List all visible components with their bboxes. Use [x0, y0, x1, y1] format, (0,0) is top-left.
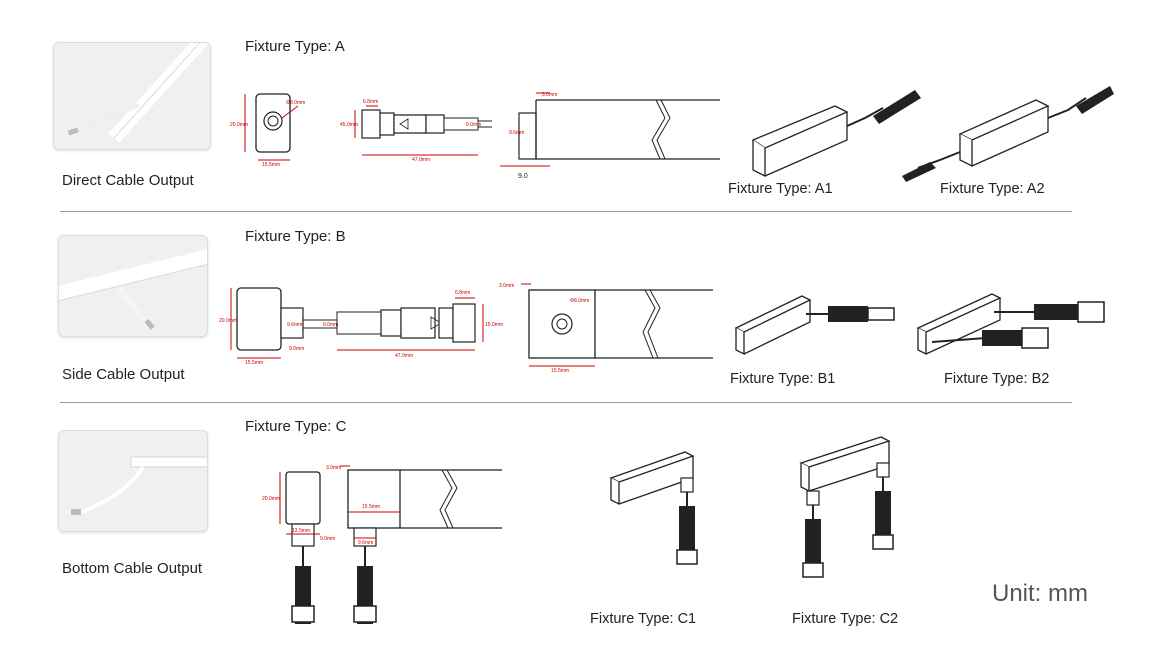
caption-a1: Fixture Type: A1	[728, 181, 833, 197]
photo-side-cable-output	[58, 235, 208, 337]
dim-a-diameter: Φ8.0mm	[286, 100, 305, 106]
unit-label: Unit: mm	[992, 580, 1088, 607]
dim-c-stub: 9.0mm	[320, 536, 335, 542]
caption-b1: Fixture Type: B1	[730, 371, 836, 387]
dim-c-height: 20.0mm	[262, 496, 280, 502]
dim-a-connector-width: 6.8mm	[363, 99, 378, 105]
dim-a-width: 15.5mm	[262, 162, 280, 168]
dim-a-wall: 3.0mm	[542, 92, 557, 98]
dim-c-stub-width: 9.6mm	[358, 540, 373, 546]
row-label-bottom: Bottom Cable Output	[62, 560, 203, 577]
dim-a-pin: 9.0mm	[466, 122, 481, 128]
dim-b-stub-depth: 9.0mm	[289, 346, 304, 352]
fixture-title-b: Fixture Type: B	[245, 228, 346, 245]
dim-a-connector-length: 47.0mm	[412, 157, 430, 163]
dim-a-bottom: 9.0	[518, 173, 528, 180]
dim-b-diameter: Φ8.0mm	[570, 298, 589, 304]
row-label-direct: Direct Cable Output	[62, 172, 194, 189]
dim-b-stub: 9.6mm	[287, 322, 302, 328]
side-cable-photo-illustration	[59, 236, 207, 336]
fixture-a1-illustration	[751, 90, 921, 178]
fixture-b2-illustration	[916, 293, 1105, 356]
caption-c1: Fixture Type: C1	[590, 611, 697, 627]
drawing-a-dimensions: 20.0mm Φ8.0mm 15.5mm 6.8mm 45.0mm 47.0mm…	[230, 92, 720, 180]
dim-c-profile-width: 15.5mm	[362, 504, 380, 510]
fixture-a2-illustration	[902, 86, 1114, 182]
dim-b-connector-height: 15.0mm	[485, 322, 503, 328]
fixture-c2-illustration	[799, 436, 894, 578]
fixture-b1-illustration	[734, 295, 895, 356]
direct-cable-photo-illustration	[54, 43, 210, 149]
caption-b2: Fixture Type: B2	[944, 371, 1050, 387]
bottom-cable-photo-illustration	[59, 431, 207, 531]
fixture-title-a: Fixture Type: A	[245, 38, 345, 55]
dim-b-height: 20.0mm	[219, 318, 237, 324]
row-label-side: Side Cable Output	[62, 366, 185, 383]
dim-a-connector-height: 45.0mm	[340, 122, 358, 128]
fixture-c1-illustration	[609, 451, 698, 565]
dim-b-width: 15.5mm	[245, 360, 263, 366]
photo-direct-cable-output	[53, 42, 211, 150]
dim-a-profile-height: 9.6mm	[509, 130, 524, 136]
dim-c-wall: 3.0mm	[326, 465, 341, 471]
dim-b-connector-width: 6.8mm	[455, 290, 470, 296]
drawing-b-dimensions: 20.0mm 9.6mm 9.0mm 15.5mm 9.0mm 6.8mm 47…	[219, 283, 713, 374]
dim-b-cable: 9.0mm	[323, 322, 338, 328]
fixture-title-c: Fixture Type: C	[245, 418, 347, 435]
divider-1	[60, 211, 1072, 212]
divider-2	[60, 402, 1072, 403]
dim-b-profile-width: 15.5mm	[551, 368, 569, 374]
dim-a-height: 20.0mm	[230, 122, 248, 128]
dim-c-width: 13.5mm	[292, 528, 310, 534]
caption-c2: Fixture Type: C2	[792, 611, 899, 627]
caption-a2: Fixture Type: A2	[940, 181, 1045, 197]
dim-b-wall: 3.0mm	[499, 283, 514, 289]
photo-bottom-cable-output	[58, 430, 208, 532]
dim-b-connector-length: 47.0mm	[395, 353, 413, 359]
drawing-c-dimensions: 20.0mm 13.5mm 9.0mm 3.0mm 15.5mm 9.6mm	[262, 465, 502, 624]
